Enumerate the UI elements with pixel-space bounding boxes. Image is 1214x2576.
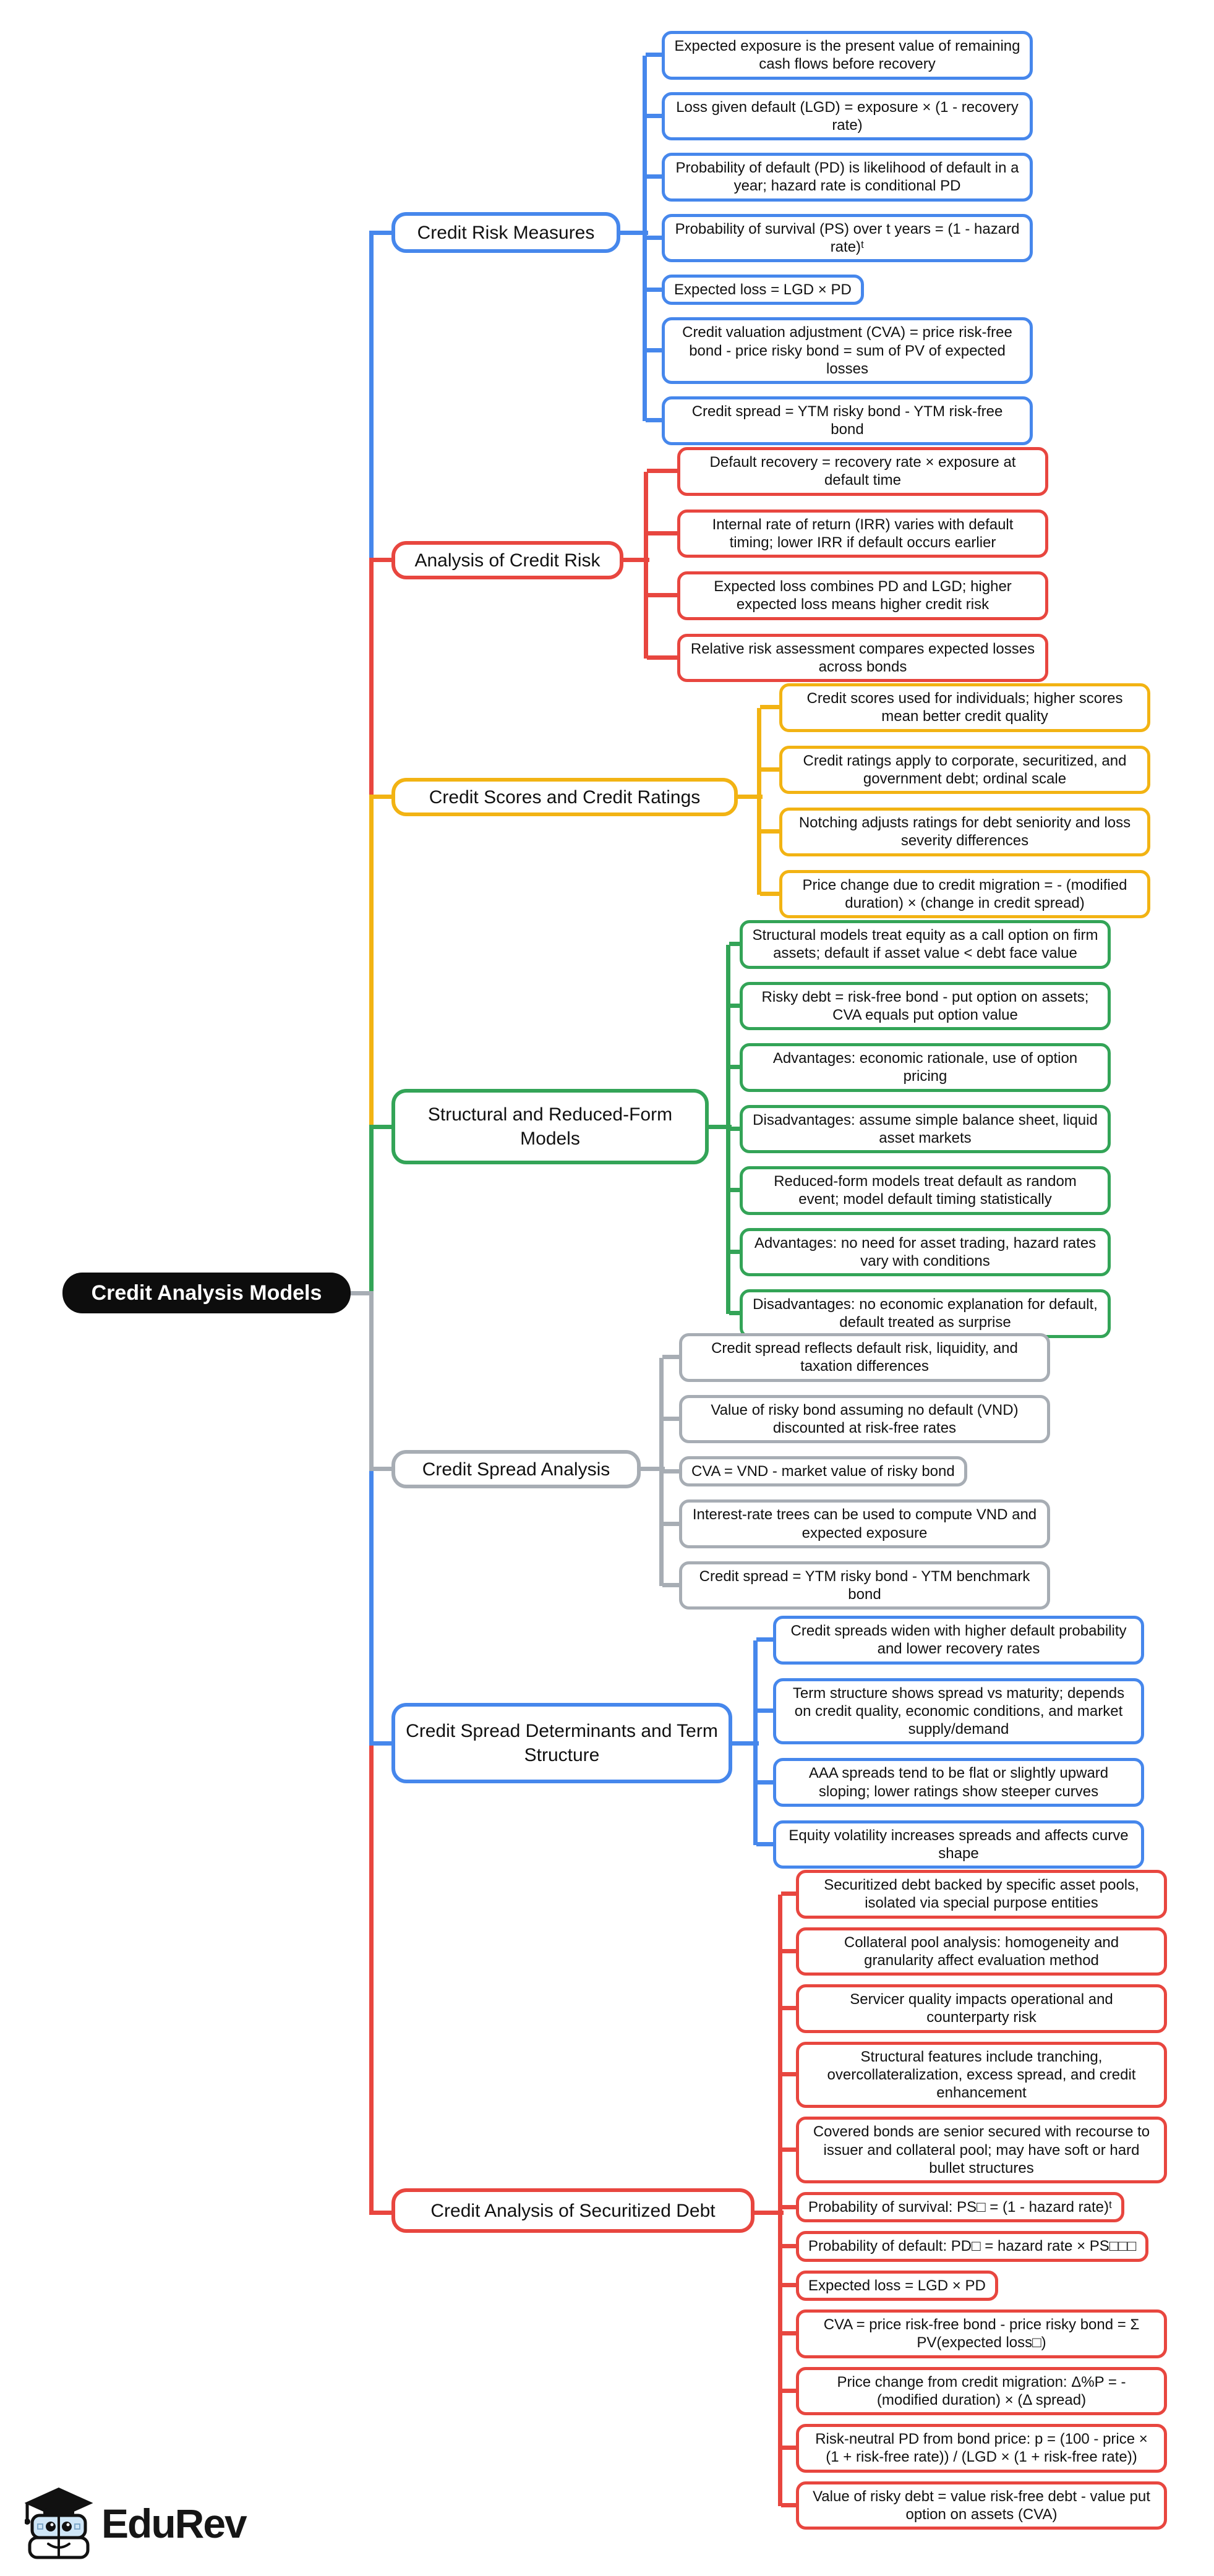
leaf-spine (726, 944, 730, 1314)
leaf-node: Structural features include tranching, o… (781, 2041, 1167, 2109)
leaf-node: CVA = price risk-free bond - price risky… (781, 2309, 1167, 2358)
main-spine-segment (369, 232, 374, 560)
node-link (638, 1467, 665, 1471)
branch-node-structural-and-reduced-form-models: Structural and Reduced-Form Models (391, 1089, 709, 1164)
leaf-node: Credit scores used for individuals; high… (760, 683, 1150, 732)
node-link (617, 231, 648, 235)
branch-node-analysis-of-credit-risk: Analysis of Credit Risk (391, 541, 623, 579)
leaf-node: Advantages: no need for asset trading, h… (729, 1227, 1111, 1277)
branch-node-credit-risk-measures: Credit Risk Measures (391, 212, 620, 253)
edurev-logo-icon (25, 2487, 93, 2559)
branch-label: Credit Risk Measures (417, 222, 595, 243)
leaf-node: Credit spread = YTM risky bond - YTM ben… (662, 1561, 1050, 1610)
leaf-spine (643, 55, 647, 421)
main-spine-segment (369, 560, 374, 796)
junction-stub (369, 1125, 394, 1129)
edurev-logo-text: EduRev (101, 2501, 247, 2546)
junction-stub (369, 558, 394, 562)
leaf-node: Disadvantages: no economic explanation f… (729, 1289, 1111, 1338)
leaf-node: Loss given default (LGD) = exposure × (1… (646, 92, 1033, 141)
main-spine-segment (369, 1127, 374, 1293)
leaf-node: Expected loss = LGD × PD (646, 275, 864, 305)
leaf-spine (757, 707, 761, 895)
leaf-node: Price change from credit migration: Δ%P … (781, 2366, 1167, 2416)
leaf-spine (644, 471, 648, 659)
main-spine-segment (369, 1743, 374, 2212)
leaf-node: Equity volatility increases spreads and … (756, 1820, 1144, 1869)
leaf-node: Interest-rate trees can be used to compu… (662, 1499, 1050, 1548)
leaf-node: Default recovery = recovery rate × expos… (647, 447, 1048, 496)
leaf-spine (659, 1357, 664, 1586)
branch-node-credit-analysis-of-securitized-debt: Credit Analysis of Securitized Debt (391, 2188, 754, 2233)
leaf-spine (753, 1640, 758, 1845)
junction-stub (369, 795, 394, 799)
branch-label: Credit Spread Analysis (422, 1459, 610, 1480)
leaf-node: Covered bonds are senior secured with re… (781, 2117, 1167, 2184)
edurev-logo: EduRev (25, 2487, 247, 2560)
leaf-node: Expected loss combines PD and LGD; highe… (647, 571, 1048, 620)
branch-label: Credit Scores and Credit Ratings (429, 787, 701, 808)
leaf-node: Probability of default: PD□ = hazard rat… (780, 2231, 1149, 2262)
leaf-node: Probability of survival: PS□ = (1 - haza… (780, 2192, 1125, 2223)
leaf-node: Probability of survival (PS) over t year… (646, 213, 1033, 263)
main-spine-segment (369, 796, 374, 1127)
main-spine-segment (369, 1293, 374, 1469)
branch-label: Analysis of Credit Risk (414, 550, 601, 571)
leaf-node: AAA spreads tend to be flat or slightly … (756, 1758, 1144, 1807)
leaf-node: Disadvantages: assume simple balance she… (729, 1104, 1111, 1154)
leaf-node: CVA = VND - market value of risky bond (662, 1456, 967, 1487)
root-label: Credit Analysis Models (91, 1281, 322, 1305)
leaf-node: Risk-neutral PD from bond price: p = (10… (781, 2424, 1167, 2473)
leaf-node: Credit spreads widen with higher default… (756, 1616, 1144, 1665)
node-link (706, 1125, 732, 1129)
junction-stub (369, 231, 394, 235)
leaf-node: Securitized debt backed by specific asse… (781, 1870, 1167, 1919)
leaf-node: Expected loss = LGD × PD (781, 2270, 998, 2301)
branch-node-credit-spread-analysis: Credit Spread Analysis (391, 1450, 641, 1488)
leaf-node: Risky debt = risk-free bond - put option… (729, 981, 1111, 1031)
leaf-node: Reduced-form models treat default as ran… (729, 1166, 1111, 1215)
leaf-node: Value of risky bond assuming no default … (662, 1394, 1050, 1444)
node-link (620, 558, 649, 562)
leaf-node: Servicer quality impacts operational and… (781, 1984, 1167, 2033)
junction-stub (369, 1741, 394, 1746)
leaf-node: Collateral pool analysis: homogeneity an… (781, 1927, 1167, 1976)
branch-node-credit-scores-and-credit-ratings: Credit Scores and Credit Ratings (391, 778, 738, 816)
branch-label: Credit Spread Determinants and Term Stru… (406, 1721, 718, 1765)
leaf-node: Structural models treat equity as a call… (729, 920, 1111, 969)
leaf-node: Credit valuation adjustment (CVA) = pric… (646, 317, 1033, 385)
leaf-node: Probability of default (PD) is likelihoo… (646, 153, 1033, 202)
junction-stub (369, 1467, 394, 1471)
leaf-node: Term structure shows spread vs maturity;… (756, 1678, 1144, 1745)
branch-label: Credit Analysis of Securitized Debt (430, 2200, 716, 2221)
leaf-node: Price change due to credit migration = -… (760, 869, 1150, 919)
leaf-node: Credit spread = YTM risky bond - YTM ris… (646, 396, 1033, 445)
leaf-node: Value of risky debt = value risk-free de… (781, 2481, 1167, 2530)
leaf-node: Notching adjusts ratings for debt senior… (760, 808, 1150, 856)
leaf-node: Advantages: economic rationale, use of o… (729, 1043, 1111, 1092)
node-link (729, 1741, 759, 1746)
root-stub (346, 1291, 374, 1295)
branch-node-credit-spread-determinants: Credit Spread Determinants and Term Stru… (391, 1703, 732, 1783)
leaf-node: Internal rate of return (IRR) varies wit… (647, 509, 1048, 558)
node-link (751, 2211, 784, 2215)
junction-stub (369, 2211, 394, 2215)
leaf-node: Relative risk assessment compares expect… (647, 633, 1048, 683)
root-node: Credit Analysis Models (62, 1273, 351, 1313)
leaf-node: Credit spread reflects default risk, liq… (662, 1333, 1050, 1382)
main-spine-segment (369, 1469, 374, 1743)
node-link (735, 795, 763, 799)
leaf-node: Credit ratings apply to corporate, secur… (760, 745, 1150, 795)
branch-label: Structural and Reduced-Form Models (427, 1104, 673, 1149)
leaf-spine (778, 1894, 782, 2506)
leaf-node: Expected exposure is the present value o… (646, 31, 1033, 80)
